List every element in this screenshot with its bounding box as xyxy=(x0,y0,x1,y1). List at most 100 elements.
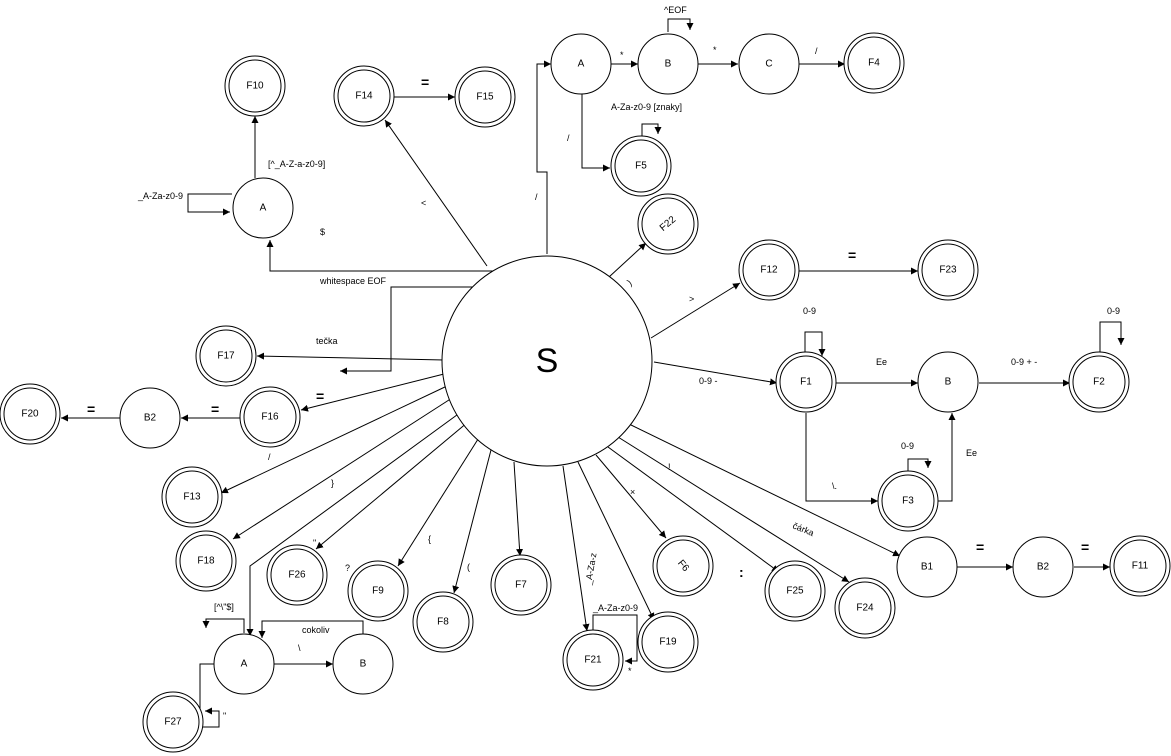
label-b2-loop: ^EOF xyxy=(664,5,687,15)
state-f11-label: F11 xyxy=(1132,561,1149,572)
label-s-to-f21: _A-Za-z xyxy=(583,552,599,587)
state-s-label: S xyxy=(536,342,559,380)
label-f1-loop: 0-9 xyxy=(803,306,816,316)
edge-s-to-f8 xyxy=(452,449,492,594)
label-bn-to-f2: 0-9 + - xyxy=(1011,357,1037,367)
label-s-to-f24: ! xyxy=(668,462,671,472)
state-f10: F10 xyxy=(224,55,286,117)
label-as-to-bs: \ xyxy=(298,643,301,653)
state-f24-label: F24 xyxy=(856,603,874,614)
label-s-to-a2: / xyxy=(535,192,538,202)
state-f11: F11 xyxy=(1109,535,1171,597)
state-b2m: B2 xyxy=(119,387,181,449)
state-f9: F9 xyxy=(347,560,409,622)
edge-a1-loop xyxy=(187,193,232,216)
state-b2: B xyxy=(637,33,699,95)
state-b2-label: B xyxy=(665,59,672,70)
edge-f3-to-bn xyxy=(938,413,956,502)
edge-f1-loop xyxy=(804,331,826,356)
edge-s-to-b1r xyxy=(626,422,901,557)
edge-as-loop xyxy=(202,618,245,633)
label-s-to-f26: " xyxy=(313,538,316,548)
state-f25: F25 xyxy=(764,560,826,622)
label-f3-loop: 0-9 xyxy=(901,441,914,451)
edge-f5-loop xyxy=(641,123,662,136)
edge-s-to-f17 xyxy=(256,352,445,361)
label-s-to-f25: : xyxy=(739,564,744,580)
state-a1: A xyxy=(232,177,294,239)
state-as: A xyxy=(213,633,275,695)
state-f8: F8 xyxy=(412,591,474,653)
state-f20-label: F20 xyxy=(21,409,39,420)
label-s-to-f14: < xyxy=(421,198,426,208)
state-f26: F26 xyxy=(266,544,328,606)
state-f15-label: F15 xyxy=(476,92,494,103)
state-f16: F16 xyxy=(239,386,301,448)
edge-f3-loop xyxy=(907,458,932,472)
label-s-to-f8: { xyxy=(428,534,431,544)
label-as-to-f27: " xyxy=(223,711,226,721)
edge-s-to-f16 xyxy=(300,373,445,412)
state-f12: F12 xyxy=(738,239,800,301)
edge-s-to-f25 xyxy=(607,446,780,573)
state-f27-label: F27 xyxy=(164,717,182,728)
label-f5-loop: A-Za-z0-9 [znaky] xyxy=(611,102,682,112)
label-s-to-f16: = xyxy=(316,388,324,404)
state-f4: F4 xyxy=(843,32,905,94)
state-f23-label: F23 xyxy=(939,265,957,276)
label-s-to-a1-dollar: $ xyxy=(320,227,325,237)
state-b2r-label: B2 xyxy=(1037,562,1050,573)
state-f25-label: F25 xyxy=(786,586,804,597)
state-f21-label: F21 xyxy=(584,655,602,666)
state-f1: F1 xyxy=(775,351,837,413)
label-s-to-f6: × xyxy=(630,487,635,497)
label-s-to-f1: 0-9 - xyxy=(699,376,718,386)
edge-s-to-f14 xyxy=(384,119,488,267)
label-a2-to-f5: / xyxy=(567,133,570,143)
state-b1r-label: B1 xyxy=(921,562,934,573)
state-f13: F13 xyxy=(161,466,223,528)
state-f19-label: F19 xyxy=(659,637,677,648)
label-s-to-f17: tečka xyxy=(316,336,338,346)
edge-s-to-f1 xyxy=(653,361,778,386)
state-f3-label: F3 xyxy=(902,496,914,507)
label-s-to-f18: } xyxy=(331,478,334,488)
edge-labels: [^_A-Z-a-z0-9] _A-Za-z0-9 $ whitespace E… xyxy=(87,5,1120,721)
label-f1-to-bn: Ee xyxy=(876,357,887,367)
state-bn-label: B xyxy=(945,377,952,388)
edge-bs-to-as xyxy=(258,620,364,638)
edge-s-to-as xyxy=(246,411,462,636)
state-a2: A xyxy=(550,33,612,95)
edge-b2-loop xyxy=(667,18,694,32)
state-f24: F24 xyxy=(834,577,896,639)
edge-s-to-f7 xyxy=(513,461,524,557)
state-c2-label: C xyxy=(765,59,772,70)
state-b2r: B2 xyxy=(1012,536,1074,598)
label-a2-to-b2: * xyxy=(620,50,624,60)
state-f9-label: F9 xyxy=(372,586,384,597)
state-f2-label: F2 xyxy=(1093,377,1105,388)
label-a1-to-f10: [^_A-Z-a-z0-9] xyxy=(268,159,325,169)
state-f14: F14 xyxy=(333,65,395,127)
label-f16-to-b2m: = xyxy=(211,401,219,417)
label-f21-loop: _A-Za-z0-9 xyxy=(592,603,638,613)
state-f15: F15 xyxy=(454,66,516,128)
state-f23: F23 xyxy=(917,239,979,301)
label-f14-to-f15: = xyxy=(421,74,429,90)
state-f19: F19 xyxy=(637,611,699,673)
edge-s-to-f19 xyxy=(577,461,655,621)
label-f21-asterisk: * xyxy=(628,666,632,676)
edge-s-to-f22 xyxy=(608,242,647,278)
edge-s-to-f12 xyxy=(650,282,741,339)
edge-s-to-f9 xyxy=(397,435,481,567)
state-f17-label: F17 xyxy=(217,351,235,362)
state-f8-label: F8 xyxy=(437,617,449,628)
state-f18-label: F18 xyxy=(197,556,215,567)
edge-s-to-f13 xyxy=(220,385,448,494)
state-f5: F5 xyxy=(610,135,672,197)
state-f7: F7 xyxy=(490,554,552,616)
label-whitespace-eof: whitespace EOF xyxy=(319,276,387,286)
state-s: S xyxy=(441,255,653,467)
state-bn: B xyxy=(917,351,979,413)
label-b1r-to-b2r: = xyxy=(976,539,984,555)
